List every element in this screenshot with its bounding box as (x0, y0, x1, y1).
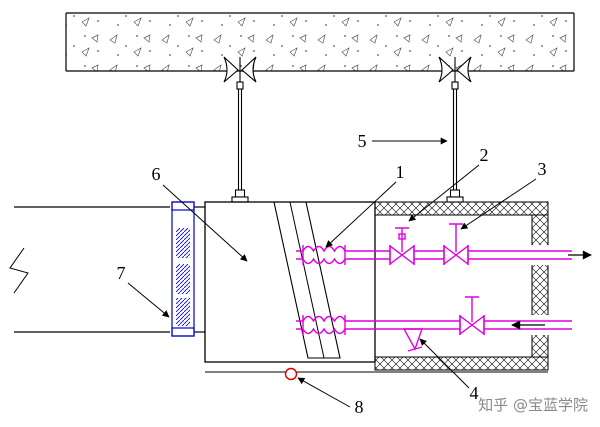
hanger-right (438, 56, 472, 203)
leader-2 (408, 164, 480, 222)
filter-section (273, 201, 341, 359)
drain-outlet (284, 367, 298, 381)
gate-valve-icon (389, 227, 415, 266)
y-strainer-icon (402, 328, 423, 352)
hanger-left (223, 56, 257, 203)
watermark-text: 知乎 @宝蓝学院 (478, 396, 588, 414)
gate-valve-icon (443, 223, 469, 266)
unit-casing (204, 201, 548, 373)
flow-arrows (511, 250, 592, 330)
callout-6: 6 (152, 164, 161, 184)
flexible-joint-icon (302, 315, 346, 335)
callout-numbers: 1 2 3 4 5 6 7 8 (117, 131, 547, 417)
leader-1 (325, 181, 397, 248)
hanger-rod (446, 89, 464, 203)
duct-break-icon (9, 247, 29, 294)
callout-7: 7 (117, 263, 126, 283)
callout-3: 3 (538, 159, 547, 179)
hanger-rod (231, 89, 249, 203)
pipe-wall-penetration (530, 245, 550, 265)
callout-5: 5 (358, 131, 367, 151)
leader-3 (460, 178, 537, 230)
flexible-joint-icon (302, 245, 346, 265)
air-duct (9, 206, 205, 333)
supply-pipe (296, 223, 572, 266)
callout-2: 2 (480, 145, 489, 165)
flexible-duct-connector (171, 201, 195, 337)
chilled-water-piping (296, 223, 572, 352)
leader-4 (419, 338, 470, 389)
callout-4: 4 (470, 383, 479, 403)
ceiling-slab (65, 12, 575, 72)
callout-leaders (127, 137, 537, 408)
gate-valve-icon (459, 296, 485, 336)
leader-7 (127, 282, 170, 318)
return-pipe (296, 296, 572, 352)
leader-8 (297, 377, 351, 408)
callout-8: 8 (355, 397, 364, 417)
insulated-enclosure (374, 201, 549, 371)
expansion-anchor-icon (438, 56, 472, 90)
expansion-anchor-icon (223, 56, 257, 90)
callout-1: 1 (396, 162, 405, 182)
leader-6 (162, 184, 248, 262)
